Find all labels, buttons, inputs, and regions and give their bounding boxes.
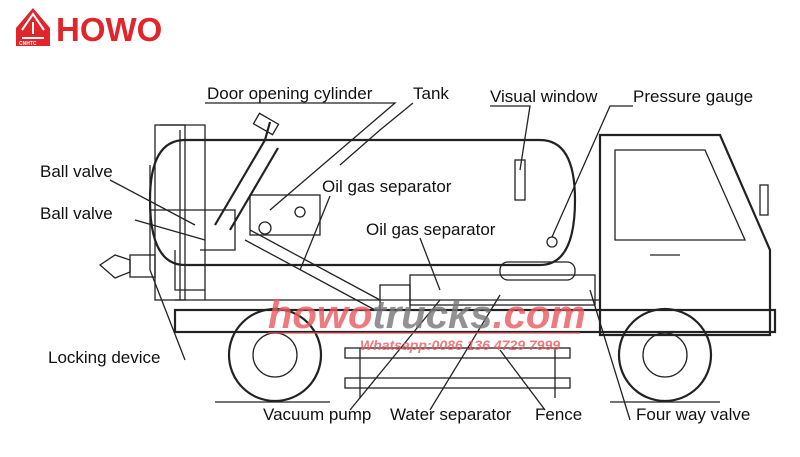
watermark-contact: Whatsapp:0086 136 4729 7999 bbox=[360, 337, 560, 353]
label-pressure-gauge: Pressure gauge bbox=[633, 87, 753, 106]
label-oil-gas-separator-2: Oil gas separator bbox=[366, 220, 496, 239]
logo-emblem-text: CNHTC bbox=[19, 41, 37, 47]
logo-brand: HOWO bbox=[56, 11, 162, 48]
leader-lines bbox=[109, 102, 633, 421]
label-visual-window: Visual window bbox=[490, 87, 598, 106]
label-four-way-valve: Four way valve bbox=[636, 405, 750, 424]
watermark-part2: trucks bbox=[372, 293, 492, 337]
truck-outline bbox=[98, 112, 777, 403]
howo-logo: CNHTC HOWO bbox=[16, 8, 162, 48]
label-vacuum-pump: Vacuum pump bbox=[263, 405, 371, 424]
label-oil-gas-separator-1: Oil gas separator bbox=[322, 177, 452, 196]
watermark-part3: .com bbox=[492, 293, 585, 337]
label-ball-valve-2: Ball valve bbox=[40, 204, 113, 223]
label-door-opening-cylinder: Door opening cylinder bbox=[207, 84, 373, 103]
watermark-part1: howo bbox=[268, 293, 372, 337]
svg-text:howotrucks.com: howotrucks.com bbox=[268, 293, 586, 337]
label-water-separator: Water separator bbox=[390, 405, 512, 424]
label-fence: Fence bbox=[535, 405, 582, 424]
watermark: howotrucks.com Whatsapp:0086 136 4729 79… bbox=[268, 293, 586, 353]
fence bbox=[344, 347, 571, 398]
label-locking-device: Locking device bbox=[48, 348, 160, 367]
label-tank: Tank bbox=[413, 84, 449, 103]
label-ball-valve-1: Ball valve bbox=[40, 162, 113, 181]
